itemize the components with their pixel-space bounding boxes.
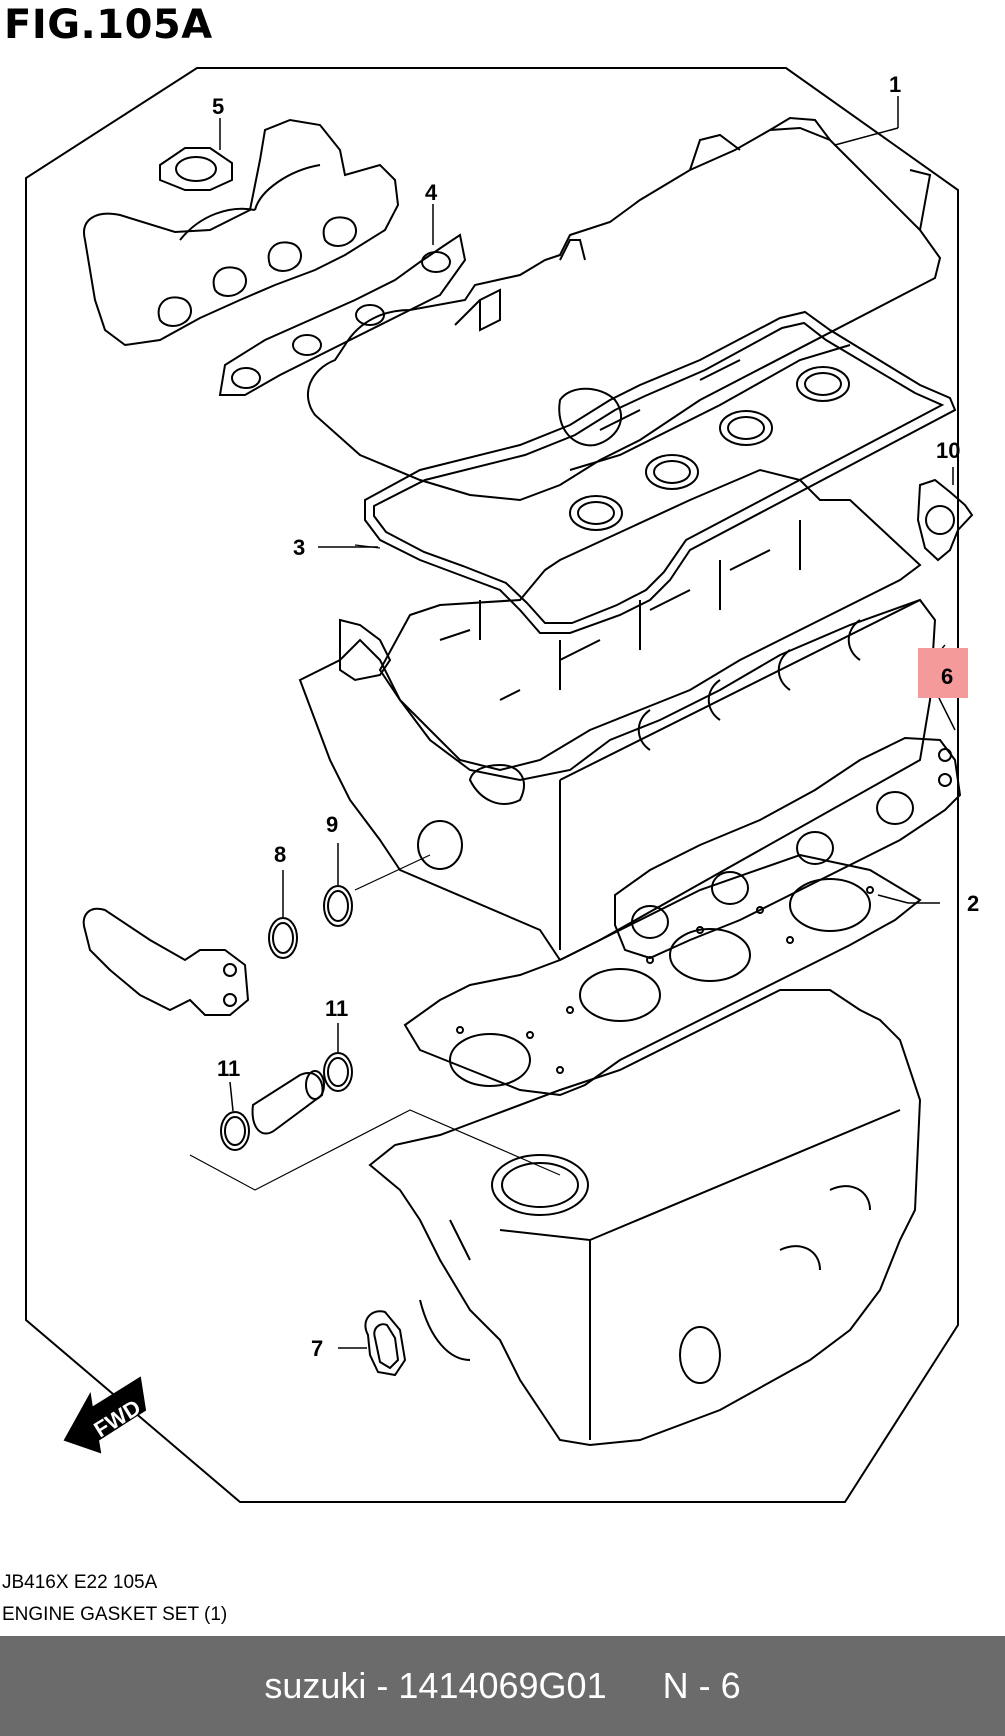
callout-7: 7 (311, 1336, 323, 1361)
exhaust-manifold (83, 118, 400, 347)
highlight-box (918, 648, 968, 698)
figure-code: JB416X E22 105A (2, 1572, 158, 1593)
diagram-frame (25, 67, 959, 1503)
callout-4: 4 (425, 180, 438, 205)
callout-8: 8 (274, 842, 286, 867)
leader-lines (219, 96, 956, 1349)
assembly-guide-lines (189, 544, 561, 1191)
head-cover-gasket (364, 310, 957, 634)
callout-6: 6 (941, 664, 953, 689)
water-outlet-pipe (82, 907, 250, 1016)
plug-tube-seals (569, 344, 851, 531)
o-ring-8 (268, 917, 298, 959)
callout-5: 5 (212, 94, 224, 119)
exhaust-manifold-gasket (218, 233, 467, 396)
camshaft-assembly (378, 468, 922, 772)
footer-bar: suzuki - 1414069G01 N - 6 (0, 1636, 1005, 1736)
o-ring-9 (323, 885, 353, 927)
callout-2: 2 (967, 891, 979, 916)
cylinder-head (298, 598, 937, 962)
callout-11-lower: 11 (217, 1056, 240, 1081)
callout-9: 9 (326, 812, 338, 837)
figure-name: ENGINE GASKET SET (1) (2, 1604, 228, 1625)
callout-11-upper: 11 (325, 996, 348, 1021)
forward-arrow-icon: FWD (63, 1376, 147, 1454)
footer-position: N - 6 (662, 1665, 741, 1706)
figure-title: FIG.105A (4, 2, 213, 48)
oil-gasket-7 (364, 1310, 407, 1377)
o-ring-11-lower (220, 1111, 250, 1151)
cylinder-head-gasket (403, 853, 922, 1097)
o-ring-11-upper (323, 1052, 353, 1092)
intake-manifold-gasket (614, 736, 962, 960)
exhaust-flange-gasket (159, 147, 233, 191)
callout-1: 1 (889, 72, 901, 97)
flange-gasket-10 (916, 478, 974, 562)
connector-sleeve (251, 1070, 325, 1135)
footer-part-number: suzuki - 1414069G01 (264, 1665, 607, 1706)
callout-10: 10 (936, 438, 960, 463)
callout-3: 3 (293, 535, 305, 560)
engine-block (368, 989, 922, 1447)
cylinder-head-cover (306, 116, 942, 502)
